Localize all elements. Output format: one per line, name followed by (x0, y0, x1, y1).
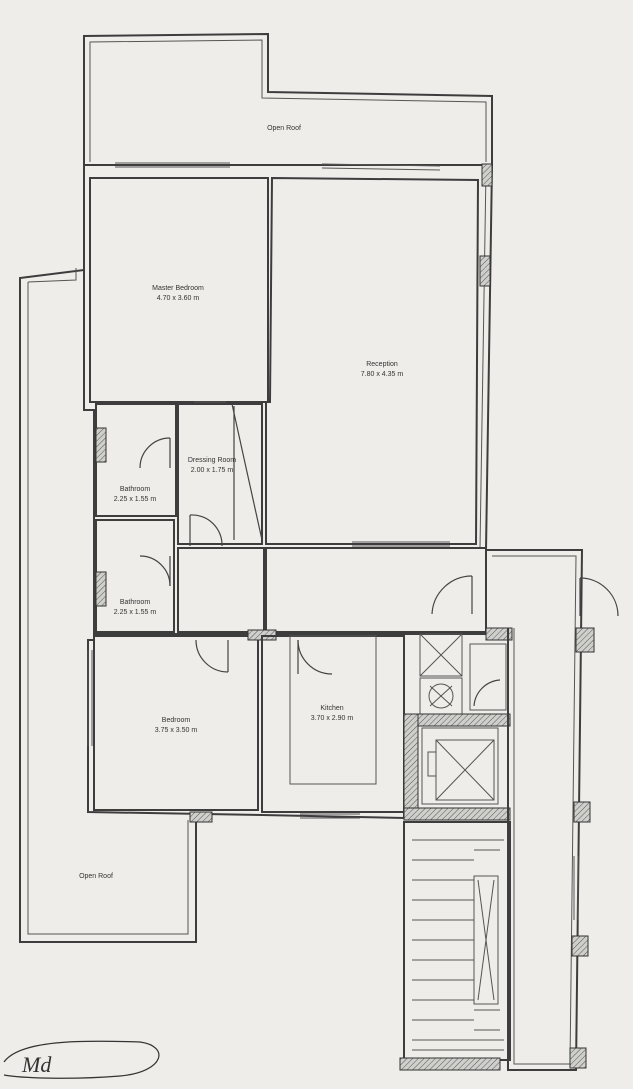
bedroom-bottom-column (189, 811, 213, 823)
reception-label: Reception (366, 361, 398, 368)
kitchen-size: 3.70 x 2.90 m (311, 715, 354, 722)
service-core (399, 627, 513, 1071)
dressing-room-label: Dressing Room (188, 457, 236, 464)
bathroom-2-window (95, 571, 107, 607)
reception-size: 7.80 x 4.35 m (361, 371, 404, 378)
right-corridor (431, 549, 619, 1071)
top-windows (115, 162, 493, 287)
signature: Md (3, 1040, 160, 1079)
bathroom-2-label: Bathroom (120, 599, 151, 606)
bedroom-label: Bedroom (162, 717, 191, 724)
open-roof-bottom-label: Open Roof (79, 873, 113, 880)
bathroom-2-room (95, 519, 175, 633)
bathroom-1-label: Bathroom (120, 486, 151, 493)
bathroom-1-window (95, 427, 107, 463)
dressing-room-size: 2.00 x 1.75 m (191, 467, 234, 474)
bedroom-size: 3.75 x 3.50 m (155, 727, 198, 734)
staircase (412, 839, 504, 1051)
column-right (479, 255, 491, 287)
master-bedroom-label: Master Bedroom (152, 285, 204, 292)
master-bedroom-size: 4.70 x 3.60 m (157, 295, 200, 302)
signature-text: Md (21, 1052, 52, 1077)
master-bedroom-room (89, 177, 269, 403)
kitchen-label: Kitchen (320, 705, 343, 712)
open-roof-top-area (83, 32, 493, 165)
open-roof-top-label: Open Roof (267, 125, 301, 132)
reception-room (265, 176, 480, 547)
bathroom-2-size: 2.25 x 1.55 m (114, 609, 157, 616)
column-top-right (481, 163, 493, 187)
dressing-room (177, 401, 263, 545)
room-labels: Open Roof Master Bedroom 4.70 x 3.60 m R… (79, 125, 403, 880)
bathroom-1-room (95, 403, 177, 517)
bathroom-1-size: 2.25 x 1.55 m (114, 496, 157, 503)
